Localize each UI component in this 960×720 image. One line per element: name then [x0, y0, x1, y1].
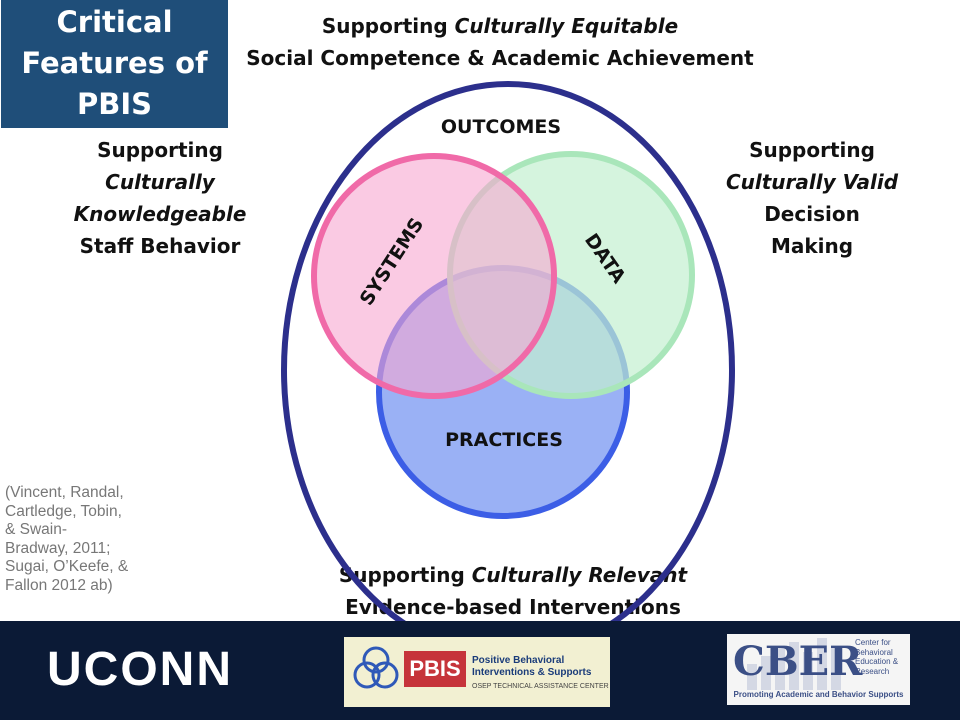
practices-label: PRACTICES — [445, 429, 563, 451]
citation-line-3: & Swain- — [5, 521, 68, 538]
pbis-rings-icon — [353, 646, 399, 689]
title-line-3: PBIS — [76, 87, 153, 121]
title-box: Critical Features of PBIS — [1, 0, 228, 128]
caption-right-line2: Culturally Valid — [725, 170, 899, 194]
caption-right-line4: Making — [770, 234, 854, 258]
uconn-logo: UCONN — [47, 643, 233, 696]
cber-side-3: Education & — [855, 657, 899, 666]
caption-right-line1: Supporting — [749, 138, 875, 162]
cber-side-2: Behavioral — [855, 647, 893, 657]
cber-wordmark: CBER — [733, 638, 863, 685]
citation: (Vincent, Randal, Cartledge, Tobin, & Sw… — [5, 484, 175, 595]
systems-circle — [311, 153, 557, 399]
cber-side-text: Center for Behavioral Education & Resear… — [855, 638, 898, 676]
cber-side-1: Center for — [855, 638, 891, 647]
cber-logo: CBER Center for Behavioral Education & R… — [727, 634, 910, 705]
caption-top-italic: Culturally Equitable — [454, 14, 679, 38]
cber-bars-icon — [747, 638, 841, 690]
citation-line-4: Bradway, 2011; — [5, 539, 111, 557]
cber-side-4: Research — [855, 666, 890, 676]
caption-top: Supporting Culturally Equitable Social C… — [246, 10, 754, 74]
pbis-tagline-1: Positive Behavioral — [472, 655, 565, 666]
caption-left-line1: Supporting — [97, 138, 223, 162]
caption-left-line3: Knowledgeable — [73, 202, 247, 226]
caption-left-line2: Culturally — [105, 170, 215, 194]
title-line-1: Critical — [56, 5, 173, 39]
pbis-wordmark: PBIS — [404, 651, 466, 687]
pbis-tagline-3: OSEP TECHNICAL ASSISTANCE CENTER — [472, 683, 609, 690]
caption-top-line2: Social Competence & Academic Achievement — [246, 46, 754, 70]
pbis-tagline-2: Interventions & Supports — [472, 667, 592, 678]
citation-line-2: Cartledge, Tobin, — [5, 502, 122, 520]
title-line-2: Features of — [21, 46, 208, 80]
citation-line-5: Sugai, O’Keefe, & — [5, 558, 129, 575]
caption-left-line4: Staff Behavior — [79, 234, 241, 258]
outcomes-label: OUTCOMES — [441, 116, 561, 138]
cber-tagline: Promoting Academic and Behavior Supports — [733, 690, 904, 699]
caption-left: Supporting Culturally Knowledgeable Staf… — [60, 134, 260, 262]
caption-bottom-italic: Culturally Relevant — [471, 563, 688, 587]
caption-top-prefix: Supporting — [321, 14, 455, 38]
caption-right: Supporting Culturally Valid Decision Mak… — [712, 134, 912, 262]
citation-line-6: Fallon 2012 ab) — [5, 576, 113, 594]
citation-line-1: (Vincent, Randal, — [5, 484, 124, 501]
pbis-logo — [344, 637, 610, 707]
caption-right-line3: Decision — [764, 202, 860, 226]
